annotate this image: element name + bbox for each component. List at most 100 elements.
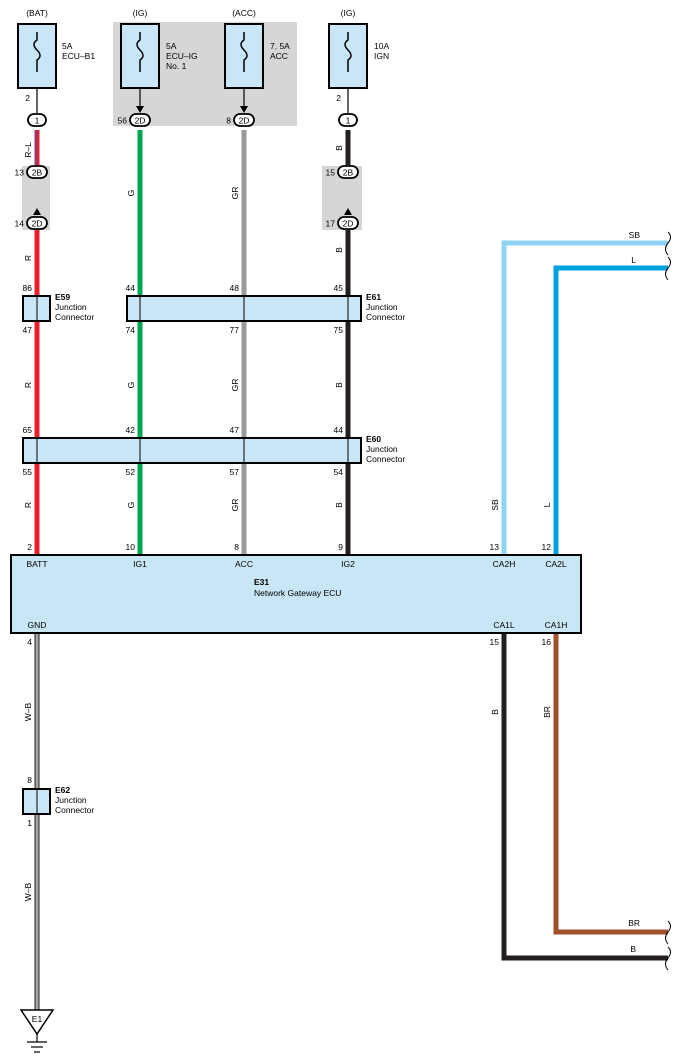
- splice-right-a-pin: 15: [326, 168, 336, 178]
- ecu-term-ca1h: CA1H: [545, 620, 568, 630]
- splice-right-b: 2D: [343, 219, 354, 229]
- fuse-bat: [17, 23, 57, 113]
- fuse-acc-source: (ACC): [232, 8, 256, 18]
- e62-pin-in: 8: [27, 775, 32, 785]
- wc-sb: SB: [490, 499, 500, 511]
- wc-bat-1: R: [23, 255, 33, 261]
- fuse-ign-source: (IG): [341, 8, 356, 18]
- edge-label-sb: SB: [629, 230, 641, 240]
- e61-pin-in-1: 48: [230, 283, 240, 293]
- e61-pin-out-1: 77: [230, 325, 240, 335]
- arrow-ig: [136, 106, 144, 113]
- ig-conn-label: 2D: [135, 116, 146, 126]
- fuse-ig-element: [136, 32, 144, 72]
- arrow-acc: [240, 106, 248, 113]
- oval-splice-r2: [337, 216, 359, 230]
- e61-id: E61: [366, 292, 381, 302]
- wc-ign-3: B: [334, 382, 344, 388]
- e61-pin-out-2: 75: [334, 325, 344, 335]
- fuse-bat-element: [33, 32, 41, 72]
- ecu-term-batt: BATT: [26, 559, 47, 569]
- e60-label2: Connector: [366, 454, 405, 464]
- oval-pins: [26, 113, 359, 230]
- fuse-bat-rating: 5A: [62, 41, 73, 51]
- fuse-acc-name: ACC: [270, 51, 288, 61]
- wc-ca1h: BR: [542, 706, 552, 718]
- e60-pin-in-0: 65: [23, 425, 33, 435]
- wc-ign-1: B: [334, 145, 344, 151]
- e59-label2: Connector: [55, 312, 94, 322]
- e60-id: E60: [366, 434, 381, 444]
- ecu-term-ig1: IG1: [133, 559, 147, 569]
- splice-right-b-pin: 17: [326, 219, 336, 229]
- ecu-pin-ca1h: 16: [542, 637, 552, 647]
- ecu-term-acc: ACC: [235, 559, 253, 569]
- splice-left-b: 2D: [32, 219, 43, 229]
- wire-sb: [501, 240, 668, 555]
- ecu-pin-ca2h: 13: [490, 542, 500, 552]
- splice-right-a: 2B: [343, 168, 354, 178]
- wire-l: [553, 265, 668, 555]
- oval-splice-r1: [337, 165, 359, 179]
- fuse-ign: [328, 23, 368, 113]
- e60-pin-in-2: 47: [230, 425, 240, 435]
- e60-pin-in-1: 42: [126, 425, 136, 435]
- ecu-term-gnd: GND: [28, 620, 47, 630]
- fuse-bat-pin: 2: [25, 93, 30, 103]
- fuse-ign-element: [344, 32, 352, 72]
- ecu-term-ca2h: CA2H: [493, 559, 516, 569]
- arrow-splice-r2: [344, 208, 352, 215]
- break-br: [665, 920, 671, 945]
- wc-ig-3: G: [126, 502, 136, 509]
- e60-label1: Junction: [366, 444, 398, 454]
- wc-acc-2: GR: [230, 379, 240, 392]
- e59-label1: Junction: [55, 302, 87, 312]
- e59-pin-out: 47: [23, 325, 33, 335]
- wire-br: [553, 633, 668, 935]
- ecu-pin-ca1l: 15: [490, 637, 500, 647]
- oval-ig: [129, 113, 151, 127]
- bat-conn-label: 1: [35, 116, 40, 126]
- e60-box: [22, 437, 362, 464]
- wc-gnd-1: W–B: [23, 702, 33, 721]
- wc-l: L: [542, 502, 552, 507]
- ecu-term-ig2: IG2: [341, 559, 355, 569]
- wc-ig-1: G: [126, 190, 136, 197]
- wc-ig-2: G: [126, 382, 136, 389]
- e59-pin-in: 86: [23, 283, 33, 293]
- fuse-ig-rating: 5A: [166, 41, 177, 51]
- arrow-splice-l2: [33, 208, 41, 215]
- oval-bat: [27, 113, 47, 127]
- ig-conn-pin: 56: [118, 116, 128, 126]
- ground-symbol: [19, 1009, 55, 1053]
- ecu-id: E31: [254, 577, 269, 587]
- oval-ign: [338, 113, 358, 127]
- e61-dividers: [139, 296, 349, 321]
- e61-label1: Junction: [366, 302, 398, 312]
- fuse-acc: [224, 23, 264, 112]
- wc-bat-top: R–L: [23, 142, 33, 158]
- splice-left-a: 2B: [32, 168, 43, 178]
- e60-dividers: [36, 438, 349, 463]
- wire-b: [501, 633, 668, 961]
- break-b: [665, 946, 671, 971]
- ground-triangle: [19, 1009, 55, 1036]
- fuse-ig: [120, 23, 160, 112]
- ign-conn-label: 1: [346, 116, 351, 126]
- e62-pin-out: 1: [27, 818, 32, 828]
- oval-acc: [233, 113, 255, 127]
- e61-label2: Connector: [366, 312, 405, 322]
- fuse-bat-name: ECU–B1: [62, 51, 95, 61]
- wc-ign-4: B: [334, 502, 344, 508]
- acc-conn-label: 2D: [239, 116, 250, 126]
- wc-bat-3: R: [23, 502, 33, 508]
- oval-splice-l2: [26, 216, 48, 230]
- ecu-pin-ig2: 9: [338, 542, 343, 552]
- ecu-name: Network Gateway ECU: [254, 588, 341, 598]
- fuse-acc-element: [240, 32, 248, 72]
- fuse-ig-name2: No. 1: [166, 61, 187, 71]
- fuse-ign-name: IGN: [374, 51, 389, 61]
- edge-label-l: L: [631, 255, 636, 265]
